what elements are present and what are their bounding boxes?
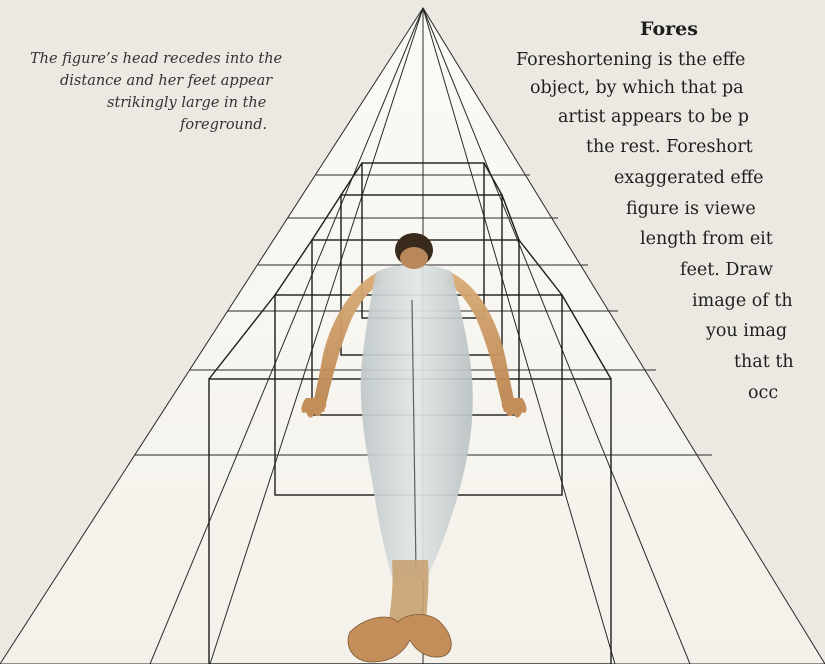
body-line: the rest. Foreshort — [586, 137, 753, 157]
body-line: feet. Draw — [680, 260, 773, 280]
body-line: image of th — [692, 291, 793, 311]
article-body: Foreshortening is the effe object, by wh… — [0, 50, 825, 500]
body-line: you imag — [706, 321, 787, 341]
body-line: that th — [734, 352, 794, 372]
body-line: exaggerated effe — [614, 168, 764, 188]
body-line: figure is viewe — [626, 199, 756, 219]
body-line: length from eit — [640, 229, 773, 249]
body-line: object, by which that pa — [530, 78, 744, 98]
body-line: Foreshortening is the effe — [516, 50, 745, 70]
article-heading: Fores — [640, 18, 825, 40]
body-line: occ — [748, 383, 778, 403]
body-line: artist appears to be p — [558, 107, 749, 127]
